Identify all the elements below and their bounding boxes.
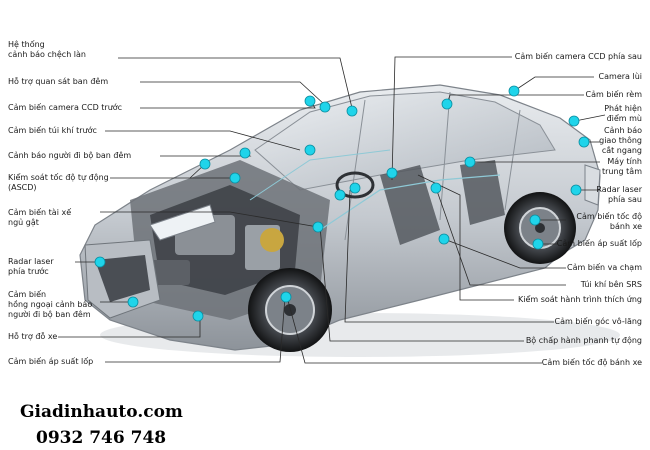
label-front-airbag: Cảm biến túi khí trước bbox=[8, 126, 97, 135]
label-blind-spot: Phát hiện điểm mù bbox=[604, 104, 642, 123]
label-ir-pedestrian: Cảm biến hồng ngoại cảnh báo người đi bộ… bbox=[8, 290, 93, 319]
label-rear-wheel-speed: Cảm biến tốc độ bánh xe bbox=[576, 212, 642, 231]
label-srs: Túi khí bên SRS bbox=[580, 280, 642, 289]
line-rear-camera bbox=[513, 76, 594, 92]
sensor-dot bbox=[280, 291, 292, 303]
line-drowsy bbox=[100, 211, 319, 228]
line-tpms-front bbox=[105, 296, 286, 363]
line-parking bbox=[58, 316, 201, 338]
sensor-dot bbox=[508, 85, 520, 97]
sensor-dot bbox=[94, 256, 106, 268]
sensor-dot bbox=[199, 158, 211, 170]
sensor-dot bbox=[304, 144, 316, 156]
line-crash bbox=[443, 238, 566, 269]
label-ecu: Máy tính trung tâm bbox=[601, 157, 642, 176]
label-front-wheel-speed: Cảm biến tốc độ bánh xe bbox=[541, 358, 642, 367]
label-stability: Kiểm soát hành trình thích ứng bbox=[517, 295, 642, 304]
sensor-dot bbox=[239, 147, 251, 159]
sensor-dot bbox=[346, 105, 358, 117]
sensor-dot bbox=[312, 221, 324, 233]
sensor-dot bbox=[438, 233, 450, 245]
label-front-ccd: Cảm biến camera CCD trước bbox=[8, 103, 123, 112]
label-crash: Cảm biến va chạm bbox=[566, 263, 642, 272]
label-rear-radar: Radar laser phía sau bbox=[596, 185, 642, 204]
label-lane-warning: Hệ thống cảnh báo chệch làn bbox=[8, 40, 86, 59]
label-pedestrian-night: Cảnh báo người đi bộ ban đêm bbox=[8, 151, 132, 160]
sensor-dot bbox=[386, 167, 398, 179]
sensor-dot bbox=[441, 98, 453, 110]
label-parking: Hỗ trợ đỗ xe bbox=[8, 332, 58, 341]
label-curtain: Cảm biến rèm bbox=[585, 90, 643, 99]
label-night-vision: Hỗ trợ quan sát ban đêm bbox=[8, 77, 109, 86]
sensor-dot bbox=[192, 310, 204, 322]
sensor-dot bbox=[127, 296, 139, 308]
label-ascd: Kiểm soát tốc độ tự động (ASCD) bbox=[8, 173, 109, 192]
label-rear-ccd: Cảm biến camera CCD phía sau bbox=[514, 52, 642, 61]
sensor-dot bbox=[532, 238, 544, 250]
line-front-ccd bbox=[140, 99, 316, 109]
label-steering-angle: Cảm biến góc vô-lăng bbox=[554, 317, 642, 326]
line-rear-ccd bbox=[391, 56, 512, 181]
line-brake bbox=[319, 225, 524, 342]
line-front-wheel-speed bbox=[286, 296, 542, 364]
sensor-dot bbox=[304, 95, 316, 107]
sensor-dot bbox=[319, 101, 331, 113]
sensor-dot bbox=[578, 136, 590, 148]
sensor-dot bbox=[529, 214, 541, 226]
line-front-airbag bbox=[105, 130, 301, 151]
label-rear-camera: Camera lùi bbox=[598, 72, 642, 81]
sensor-dots bbox=[94, 85, 590, 322]
line-night-vision bbox=[140, 81, 326, 106]
brand-site: Giadinhauto.com bbox=[20, 402, 183, 422]
line-steering-angle bbox=[344, 189, 554, 323]
sensor-dot bbox=[464, 156, 476, 168]
sensor-dot bbox=[568, 115, 580, 127]
brand-phone: 0932 746 748 bbox=[36, 428, 167, 448]
label-tpms-front: Cảm biến áp suất lốp bbox=[8, 357, 94, 366]
label-tpms-rear: Cảm biến áp suất lốp bbox=[556, 239, 642, 248]
line-srs bbox=[435, 187, 566, 286]
sensor-dot bbox=[334, 189, 346, 201]
label-front-radar: Radar laser phía trước bbox=[8, 257, 54, 276]
label-cross-traffic: Cảnh báo giao thông cắt ngang bbox=[599, 126, 642, 155]
sensor-dot bbox=[570, 184, 582, 196]
line-lane-warning bbox=[118, 57, 353, 109]
sensor-dot bbox=[229, 172, 241, 184]
label-brake-actuator: Bộ chấp hành phanh tự động bbox=[525, 336, 642, 345]
sensor-dot bbox=[430, 182, 442, 194]
label-drowsy: Cảm biến tài xế ngủ gật bbox=[8, 208, 72, 227]
sensor-dot bbox=[349, 182, 361, 194]
